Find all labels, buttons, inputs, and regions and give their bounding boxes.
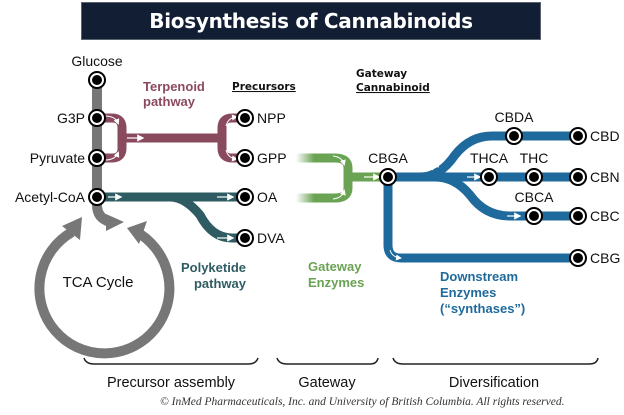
gpp-node	[236, 149, 254, 167]
g3p-label: G3P	[57, 110, 85, 126]
thca-label: THCA	[470, 150, 509, 166]
terpenoid-label-line1: Terpenoid	[143, 79, 205, 94]
cbd-label: CBD	[590, 128, 620, 144]
bracket-gateway	[276, 357, 379, 365]
glucose-node	[88, 71, 106, 89]
copyright-notice: © InMed Pharmaceuticals, Inc. and Univer…	[160, 396, 565, 408]
g3p-node	[88, 109, 106, 127]
gateway-enzymes-label-line2: Enzymes	[308, 275, 364, 290]
terpenoid-label-line2: pathway	[143, 94, 196, 109]
tca-cycle-label: TCA Cycle	[63, 274, 134, 291]
polyketide-label-line2: pathway	[194, 276, 247, 291]
cbc-node	[569, 207, 587, 225]
tca-arrowhead-left	[62, 217, 82, 240]
pyruvate-node	[88, 149, 106, 167]
title-banner: Biosynthesis of Cannabinoids	[81, 2, 541, 40]
precursors-header: Precursors	[232, 81, 296, 93]
bracket-precursor-assembly	[83, 357, 259, 365]
thc-node	[525, 168, 543, 186]
cbc-label: CBC	[590, 208, 620, 224]
acetyl-coa-node	[88, 188, 106, 206]
dva-node	[236, 229, 254, 247]
cbga-label: CBGA	[368, 150, 408, 166]
glucose-label: Glucose	[71, 53, 123, 69]
thca-node	[480, 168, 498, 186]
tca-cycle-ring	[34, 217, 175, 359]
acetyl-coa-label: Acetyl-CoA	[15, 189, 86, 205]
gateway-cannabinoid-header-line1: Gateway	[356, 68, 407, 80]
cbca-label: CBCA	[515, 189, 555, 205]
downstream-label-line2: Enzymes	[440, 285, 496, 300]
tca-arrowhead-right	[127, 221, 147, 244]
oa-node	[236, 188, 254, 206]
downstream-label-line1: Downstream	[440, 269, 518, 284]
trunk-arrowhead	[106, 214, 124, 231]
page-title: Biosynthesis of Cannabinoids	[149, 9, 473, 33]
stage-diversification: Diversification	[449, 375, 539, 391]
cbn-node	[569, 168, 587, 186]
oa-label: OA	[257, 189, 278, 205]
downstream-label-line3: (“synthases”)	[440, 301, 525, 316]
gateway-cannabinoid-header-line2: Cannabinoid	[356, 82, 430, 94]
cbg-label: CBG	[590, 250, 620, 266]
cbda-node	[505, 127, 523, 145]
npp-node	[236, 109, 254, 127]
gateway-enzymes-label-line1: Gateway	[308, 259, 362, 274]
cbd-node	[569, 127, 587, 145]
bracket-diversification	[392, 357, 599, 365]
dva-label: DVA	[257, 230, 285, 246]
cbn-label: CBN	[590, 169, 620, 185]
npp-label: NPP	[257, 110, 286, 126]
pyruvate-label: Pyruvate	[30, 150, 85, 166]
stage-gateway: Gateway	[298, 375, 356, 391]
cbg-node	[569, 249, 587, 267]
terpenoid-pathway	[97, 113, 243, 163]
node-layer	[88, 71, 587, 267]
stage-precursor-assembly: Precursor assembly	[107, 375, 236, 391]
cbga-node	[379, 168, 397, 186]
gpp-label: GPP	[257, 150, 287, 166]
thc-label: THC	[520, 150, 549, 166]
polyketide-label-line1: Polyketide	[181, 260, 246, 275]
cbda-label: CBDA	[495, 109, 535, 125]
polyketide-pathway	[97, 192, 243, 243]
cbca-node	[525, 207, 543, 225]
downstream-pathway	[383, 131, 578, 263]
